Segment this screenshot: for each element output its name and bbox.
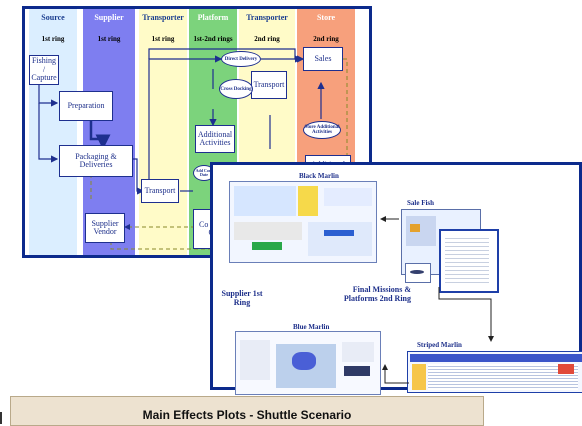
collage-arrows <box>380 216 494 384</box>
fish-icon <box>344 366 370 376</box>
sale-fish-data-window <box>439 229 499 293</box>
map-region <box>292 352 316 370</box>
final-missions-caption: Final Missions & Platforms 2nd Ring <box>343 285 411 304</box>
column-title: Transporter <box>246 13 288 22</box>
blue-marlin-screenshot <box>235 331 381 395</box>
column-ring: 1st ring <box>97 35 121 43</box>
column-ring: 2nd ring <box>313 35 339 43</box>
sales-box: Sales <box>303 47 343 71</box>
data-grid <box>428 364 578 390</box>
orange-marker <box>410 224 420 232</box>
black-marlin-screenshot <box>229 181 377 263</box>
column-ring: 1st-2nd rings <box>193 35 233 43</box>
column-transporter-1: Transporter 1st ring <box>139 9 187 255</box>
banner-title: Main Effects Plots - Shuttle Scenario <box>142 408 352 422</box>
left-edge-mark <box>0 412 2 424</box>
column-title: Supplier <box>94 13 124 22</box>
column-ring: 1st ring <box>41 35 65 43</box>
dashboard-collage: Black Marlin Sale Fish Supplier 1st Ring… <box>210 162 582 395</box>
table-highlight <box>298 186 318 216</box>
side-table <box>342 342 374 362</box>
column-title: Platform <box>197 13 229 22</box>
additional-activities-box: Additional Activities <box>195 125 235 153</box>
cross-docking-oval: Cross Docking <box>219 79 253 99</box>
data-rows <box>445 235 489 283</box>
column-ring: 2nd ring <box>254 35 280 43</box>
supplier-vendor-box: Supplier Vendor <box>85 213 125 243</box>
table-block <box>324 188 372 206</box>
column-title: Source <box>41 13 65 22</box>
store-activities-oval: Store Additional Activities <box>303 121 341 139</box>
table-block <box>234 222 302 240</box>
column-title: Transporter <box>142 13 184 22</box>
blue-bar <box>324 230 354 236</box>
column-ring: 1st ring <box>151 35 175 43</box>
preparation-box: Preparation <box>59 91 113 121</box>
black-marlin-title: Black Marlin <box>299 172 339 180</box>
table-block <box>308 222 372 256</box>
fishing-capture-box: Fishing / Capture <box>29 55 59 85</box>
side-table <box>240 340 270 380</box>
header-cell <box>412 364 426 390</box>
transport-box-2: Transport <box>251 71 287 99</box>
main-effects-banner: Main Effects Plots - Shuttle Scenario <box>10 396 484 426</box>
swordfish-thumbnail <box>405 263 431 283</box>
fish-icon <box>410 270 424 274</box>
table-block <box>234 186 296 216</box>
striped-marlin-title: Striped Marlin <box>417 341 462 349</box>
transport-box-1: Transport <box>141 179 179 203</box>
direct-delivery-oval: Direct Delivery <box>221 51 261 67</box>
title-bar <box>410 354 582 362</box>
green-bar <box>252 242 282 250</box>
packaging-deliveries-box: Packaging & Deliveries <box>59 145 133 177</box>
column-source: Source 1st ring <box>29 9 77 255</box>
sale-fish-title: Sale Fish <box>407 199 435 207</box>
red-cell <box>558 364 574 374</box>
supplier-caption: Supplier 1st Ring <box>221 289 263 308</box>
column-title: Store <box>316 13 336 22</box>
striped-marlin-screenshot <box>407 351 582 393</box>
blue-marlin-title: Blue Marlin <box>293 323 330 331</box>
